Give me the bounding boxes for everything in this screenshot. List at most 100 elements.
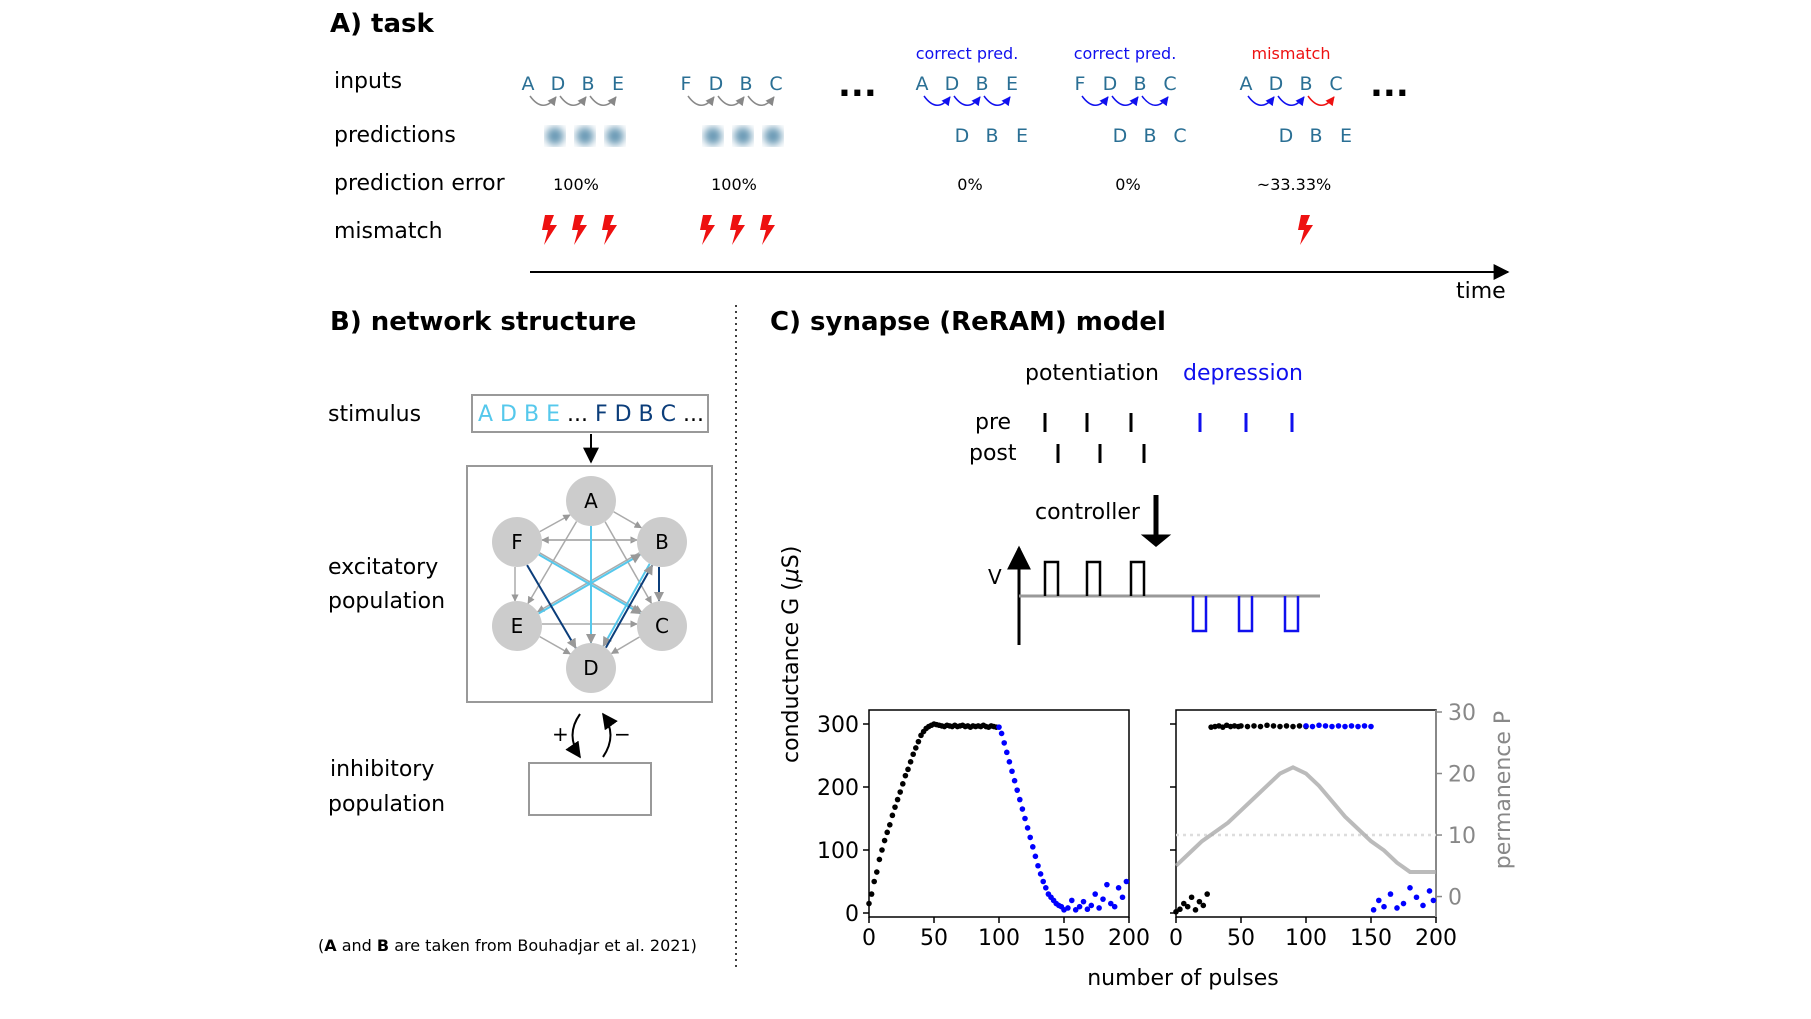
input-letter-2-2: B xyxy=(975,73,988,95)
data-point-0-1-41 xyxy=(1123,878,1130,885)
data-point-0-1-15 xyxy=(1035,862,1041,869)
stimulus-box xyxy=(471,394,709,433)
data-point-0-1-34 xyxy=(1096,905,1102,911)
data-point-1-1-0 xyxy=(1244,723,1251,730)
voltage-pulses xyxy=(1043,560,1300,633)
data-point-0-1-6 xyxy=(1011,777,1018,784)
post-label: post xyxy=(969,441,1017,466)
data-point-0-1-18 xyxy=(1043,885,1049,891)
input-letter-4-3: C xyxy=(1329,73,1342,95)
node-label-d: D xyxy=(583,656,598,680)
data-point-1-2-16 xyxy=(1400,900,1407,907)
task-title: A) task xyxy=(330,9,435,39)
prediction-letter-4-0: D xyxy=(1279,125,1294,147)
prediction-error-2: 0% xyxy=(957,175,982,194)
prediction-error-0: 100% xyxy=(553,175,599,194)
input-letter-1-1: D xyxy=(709,73,724,95)
data-point-1-1-4 xyxy=(1270,723,1277,729)
data-point-0-1-17 xyxy=(1040,878,1046,885)
y-tick-label-0-3: 300 xyxy=(817,713,859,738)
blurred-prediction-0-0 xyxy=(546,127,564,145)
input-letter-1-2: B xyxy=(739,73,752,95)
prediction-error-3: 0% xyxy=(1115,175,1140,194)
data-point-1-2-6 xyxy=(1342,723,1348,730)
prediction-letter-4-1: B xyxy=(1309,125,1322,147)
data-point-0-1-37 xyxy=(1108,900,1114,907)
data-point-0-1-12 xyxy=(1027,834,1033,841)
data-point-1-1-5 xyxy=(1277,723,1283,730)
credit-rest: are taken from Bouhadjar et al. 2021) xyxy=(389,936,697,955)
input-letter-3-1: D xyxy=(1103,73,1118,95)
data-point-0-1-10 xyxy=(1022,815,1028,822)
potentiation-label: potentiation xyxy=(1025,361,1159,386)
input-arrow-0-3 xyxy=(589,95,617,107)
pre-label: pre xyxy=(975,410,1011,435)
input-arrow-3-2 xyxy=(1111,95,1139,107)
edge-light-B-D xyxy=(602,563,651,648)
data-point-1-2-11 xyxy=(1370,907,1377,913)
data-point-1-0-5 xyxy=(1192,907,1199,913)
x-tick-label-1-2: 100 xyxy=(1285,926,1327,951)
data-point-0-1-2 xyxy=(1001,740,1007,746)
mismatch-bolt-icon-1-1 xyxy=(730,215,745,245)
data-point-1-0-7 xyxy=(1200,902,1207,909)
mismatch-bolt-icon-0-2 xyxy=(602,215,617,245)
label-excitatory-2: population xyxy=(328,589,445,614)
depression-label: depression xyxy=(1183,361,1303,386)
blurred-prediction-1-0 xyxy=(704,127,722,145)
data-point-0-0-19 xyxy=(915,738,922,745)
input-letter-3-2: B xyxy=(1133,73,1146,95)
input-arrow-0-2 xyxy=(559,95,587,107)
node-label-e: E xyxy=(511,614,524,638)
credit-b: B xyxy=(377,936,389,955)
input-arrow-3-1 xyxy=(1081,95,1109,107)
mismatch-bolt-icon-1-0 xyxy=(700,215,715,245)
mismatch-bolt-icon-1-2 xyxy=(760,215,775,245)
row-label-prediction-error: prediction error xyxy=(334,171,506,196)
y-axis-label-permanence: permanence P xyxy=(1491,711,1516,869)
data-point-1-1-1 xyxy=(1251,723,1257,729)
y-right-tick-label-1-2: 20 xyxy=(1448,763,1476,788)
data-point-1-1-7 xyxy=(1290,723,1296,730)
potentiation-pulse-1 xyxy=(1085,560,1102,596)
input-arrow-1-1 xyxy=(687,95,715,107)
node-label-a: A xyxy=(584,489,598,513)
row-label-mismatch: mismatch xyxy=(334,219,443,244)
edge-gray-E-D xyxy=(539,635,571,655)
prediction-letter-2-1: B xyxy=(985,125,998,147)
inhibitory-box xyxy=(528,762,652,816)
input-arrow-4-1 xyxy=(1247,95,1275,107)
y-right-tick-label-1-0: 0 xyxy=(1448,886,1462,911)
blurred-prediction-1-1 xyxy=(734,127,752,145)
data-point-1-0-17 xyxy=(1238,723,1244,729)
input-letter-2-3: E xyxy=(1006,73,1018,95)
y-right-tick-label-1-1: 10 xyxy=(1448,824,1476,849)
data-point-0-0-1 xyxy=(868,891,875,897)
data-point-0-1-35 xyxy=(1100,896,1106,902)
data-point-1-2-5 xyxy=(1335,723,1342,729)
minus-sign: − xyxy=(614,722,631,746)
blurred-prediction-0-1 xyxy=(576,127,594,145)
x-tick-label-0-1: 50 xyxy=(920,926,948,951)
data-point-0-1-4 xyxy=(1006,759,1013,765)
blurred-prediction-1-2 xyxy=(764,127,782,145)
data-point-1-0-6 xyxy=(1196,898,1203,905)
input-letter-2-1: D xyxy=(945,73,960,95)
edge-dark-F-D xyxy=(526,564,577,649)
data-point-1-0-8 xyxy=(1204,891,1210,897)
data-point-0-0-12 xyxy=(897,789,903,795)
data-point-0-1-33 xyxy=(1092,891,1098,897)
depression-pulse-2 xyxy=(1283,596,1300,633)
data-point-0-1-36 xyxy=(1104,881,1110,888)
time-label: time xyxy=(1456,279,1506,304)
x-tick-label-0-3: 150 xyxy=(1043,926,1085,951)
group-header-2: correct pred. xyxy=(916,44,1019,63)
controller-label: controller xyxy=(1035,500,1141,525)
label-inhibitory-2: population xyxy=(328,792,445,817)
data-point-0-1-27 xyxy=(1069,897,1075,904)
y-tick-label-0-0: 0 xyxy=(845,902,859,927)
x-axis-label: number of pulses xyxy=(1087,966,1279,991)
data-point-1-2-18 xyxy=(1413,894,1420,901)
edge-dark-D-B xyxy=(605,564,654,649)
